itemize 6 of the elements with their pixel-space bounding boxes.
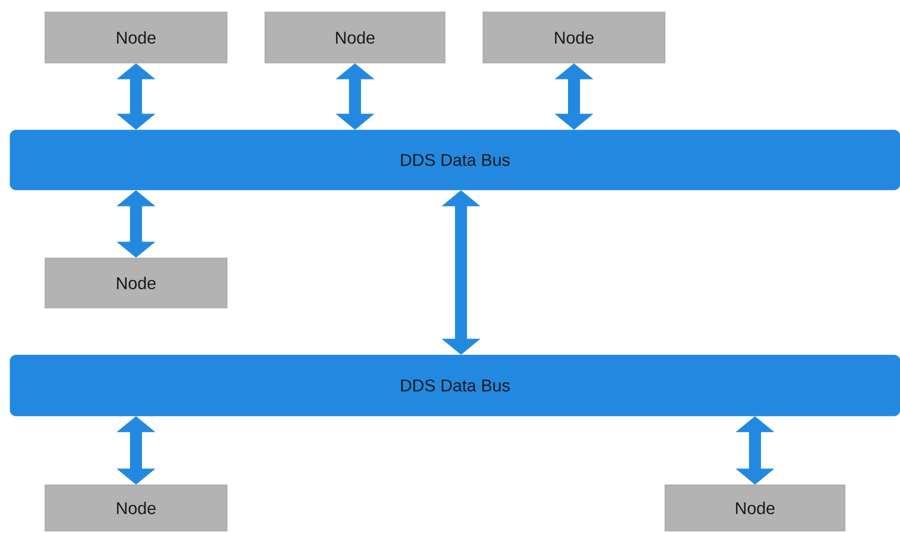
node-box: Node [664, 484, 846, 532]
node-box: Node [264, 12, 446, 64]
node-box: Node [44, 12, 228, 64]
node-box: Node [482, 12, 666, 64]
node-box: Node [44, 258, 228, 308]
node-box: Node [44, 484, 228, 532]
